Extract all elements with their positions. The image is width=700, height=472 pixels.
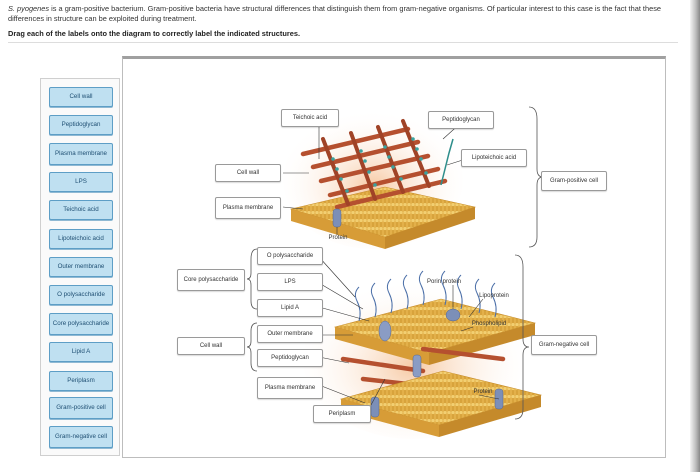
drag-label-core-polysaccharide[interactable]: Core polysaccharide (49, 313, 113, 335)
drag-label-plasma-membrane[interactable]: Plasma membrane (49, 143, 113, 165)
drop-target-gram-positive-cell[interactable]: Gram-positive cell (541, 171, 607, 191)
instruction-text: Drag each of the labels onto the diagram… (8, 29, 300, 38)
drag-label-gram-negative-cell[interactable]: Gram-negative cell (49, 426, 113, 448)
drag-label-lps[interactable]: LPS (49, 172, 113, 192)
phospholipid-label: Phospholipid (471, 321, 507, 327)
drop-target-teichoic-acid[interactable]: Teichoic acid (281, 109, 339, 127)
drag-label-teichoic-acid[interactable]: Teichoic acid (49, 200, 113, 220)
protein-label-gp: Protein (328, 235, 348, 241)
drop-target-core-polysaccharide[interactable]: Core polysaccharide (177, 269, 245, 291)
porin-protein-label: Porin protein (426, 279, 462, 285)
drop-target-cell-wall-gn[interactable]: Cell wall (177, 337, 245, 355)
drop-target-lipid-a[interactable]: Lipid A (257, 299, 323, 317)
drop-target-outer-membrane[interactable]: Outer membrane (257, 325, 323, 343)
protein-label-gn: Protein (473, 389, 493, 395)
drag-label-outer-membrane[interactable]: Outer membrane (49, 257, 113, 277)
species-name: S. pyogenes (8, 4, 50, 13)
drop-target-cell-wall-gp[interactable]: Cell wall (215, 164, 281, 182)
divider (8, 42, 678, 43)
label-bank: Cell wall Peptidoglycan Plasma membrane … (40, 78, 120, 456)
drop-target-plasma-membrane-gn[interactable]: Plasma membrane (257, 377, 323, 399)
drop-target-o-polysaccharide[interactable]: O polysaccharide (257, 247, 323, 265)
drop-target-plasma-membrane-gp[interactable]: Plasma membrane (215, 197, 281, 219)
cell-wall-illustration (246, 106, 544, 439)
drop-target-periplasm[interactable]: Periplasm (313, 405, 371, 423)
intro-text: S. pyogenes is a gram-positive bacterium… (8, 4, 668, 24)
drop-target-gram-negative-cell[interactable]: Gram-negative cell (531, 335, 597, 355)
drop-target-peptidoglycan-gn[interactable]: Peptidoglycan (257, 349, 323, 367)
intro-body: is a gram-positive bacterium. Gram-posit… (8, 4, 662, 23)
diagram-area: Teichoic acid Peptidoglycan Lipoteichoic… (122, 56, 666, 458)
drag-label-gram-positive-cell[interactable]: Gram-positive cell (49, 397, 113, 419)
drag-label-lipoteichoic-acid[interactable]: Lipoteichoic acid (49, 229, 113, 249)
drop-target-lipoteichoic-acid[interactable]: Lipoteichoic acid (461, 149, 527, 167)
drag-label-peptidoglycan[interactable]: Peptidoglycan (49, 115, 113, 135)
drag-label-lipid-a[interactable]: Lipid A (49, 342, 113, 362)
drag-label-periplasm[interactable]: Periplasm (49, 371, 113, 391)
page-edge (690, 0, 700, 472)
drop-target-peptidoglycan[interactable]: Peptidoglycan (428, 111, 494, 129)
gram-positive-illustration (283, 109, 477, 249)
drag-label-cell-wall[interactable]: Cell wall (49, 87, 113, 107)
lipoprotein-label: Lipoprotein (479, 293, 509, 299)
drag-label-o-polysaccharide[interactable]: O polysaccharide (49, 285, 113, 305)
drop-target-lps[interactable]: LPS (257, 273, 323, 291)
